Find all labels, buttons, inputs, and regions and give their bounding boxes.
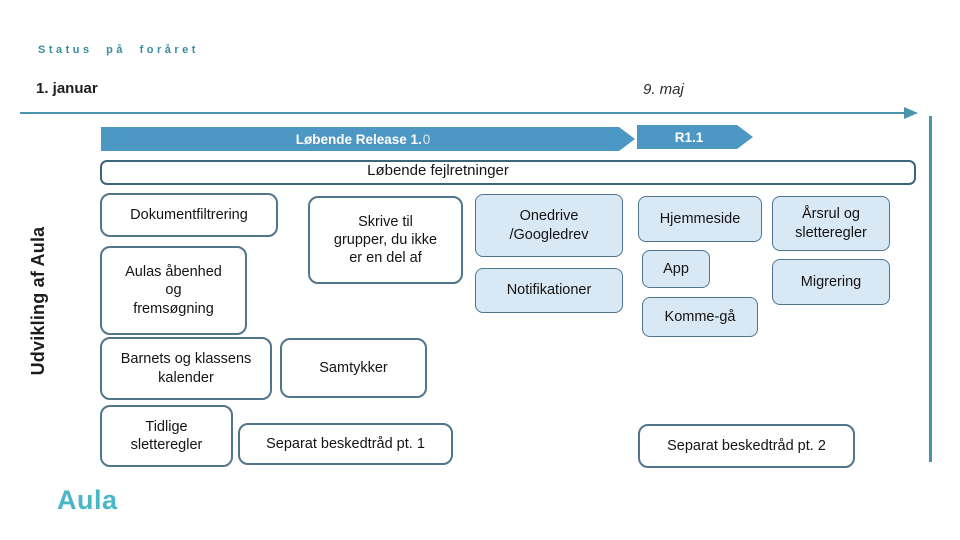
card-migrering: Migrering <box>772 259 890 305</box>
card-notifikationer: Notifikationer <box>475 268 623 313</box>
card-separat-beskedtraad-1: Separat beskedtråd pt. 1 <box>238 423 453 465</box>
release-1-0-arrow: Løbende Release 1.0 <box>101 127 635 151</box>
release-1-1-arrow: R1.1 <box>637 125 753 149</box>
card-samtykker: Samtykker <box>280 338 427 398</box>
card-app: App <box>642 250 710 288</box>
release-1-0-arrow-label: Løbende Release 1.0 <box>295 131 431 147</box>
slide-eyebrow-title: Status på foråret <box>38 44 199 56</box>
bugfix-banner-label: Løbende fejlretninger <box>367 162 509 179</box>
timeline-line <box>20 112 906 114</box>
card-hjemmeside: Hjemmeside <box>638 196 762 242</box>
release-1-1-arrow-label: R1.1 <box>674 129 704 145</box>
timeline-end-date: 9. maj <box>643 81 684 98</box>
card-aulas-aabenhed: Aulas åbenhed og fremsøgning <box>100 246 247 335</box>
card-separat-beskedtraad-2: Separat beskedtråd pt. 2 <box>638 424 855 468</box>
release-version-suffix: 0 <box>422 131 431 147</box>
card-dokumentfiltrering: Dokumentfiltrering <box>100 193 278 237</box>
timeline-start-date: 1. januar <box>36 80 98 97</box>
bugfix-banner <box>100 160 916 185</box>
card-tidlige-sletteregler: Tidlige sletteregler <box>100 405 233 467</box>
card-komme-gaa: Komme-gå <box>642 297 758 337</box>
aula-logo: Aula <box>57 485 118 515</box>
card-barnets-kalender: Barnets og klassens kalender <box>100 337 272 400</box>
card-onedrive-googledrev: Onedrive /Googledrev <box>475 194 623 257</box>
right-edge-accent-line <box>929 116 932 462</box>
card-skrive-til-grupper: Skrive til grupper, du ikke er en del af <box>308 196 463 284</box>
timeline-arrowhead-icon <box>904 107 918 119</box>
side-axis-label: Udvikling af Aula <box>28 226 48 376</box>
card-aarsrul-sletteregler: Årsrul og sletteregler <box>772 196 890 251</box>
